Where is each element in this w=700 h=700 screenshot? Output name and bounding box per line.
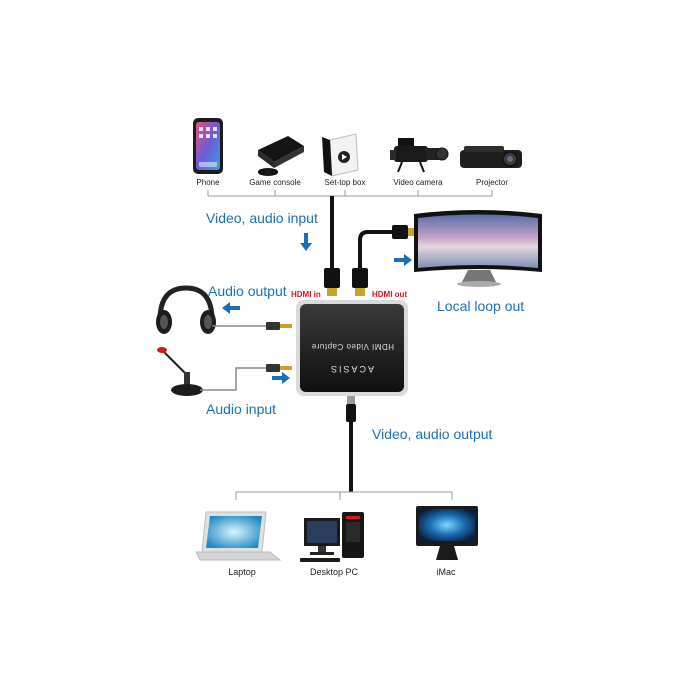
set-top-box-icon [322, 133, 359, 177]
desktop-pc-label: Desktop PC [310, 567, 359, 577]
laptop-label: Laptop [228, 567, 256, 577]
laptop-icon [195, 511, 282, 561]
audio-input-callout: Audio input [206, 401, 276, 417]
audio-output-cable [212, 322, 292, 330]
phone-label: Phone [196, 178, 220, 187]
game-console-icon [258, 136, 304, 176]
capture-device: HDMI Video Capture ACASIS [296, 300, 408, 396]
phone-icon [193, 118, 223, 174]
projector-icon [460, 146, 522, 168]
video-audio-input-callout: Video, audio input [206, 210, 318, 226]
hdmi-in-cable [324, 196, 340, 296]
game-console-label: Game console [249, 178, 301, 187]
arrow-left-audio-output-icon [222, 302, 240, 314]
arrow-right-monitor-icon [394, 254, 412, 266]
bottom-bracket [235, 491, 453, 500]
video-camera-label: Video camera [393, 178, 443, 187]
microphone-icon [157, 347, 203, 396]
set-top-box-label: Set-top box [325, 178, 366, 187]
capture-device-brand: ACASIS [329, 364, 374, 374]
hdmi-out-cable [352, 225, 416, 296]
usb-output-cable [346, 396, 356, 492]
desktop-pc-icon [300, 512, 364, 562]
local-loop-out-callout: Local loop out [437, 298, 524, 314]
video-camera-icon [390, 138, 449, 173]
audio-input-cable [200, 364, 292, 391]
hdmi-out-label: HDMI out [372, 290, 407, 299]
capture-device-title: HDMI Video Capture [311, 342, 394, 351]
imac-icon [416, 506, 478, 560]
curved-monitor-icon [414, 210, 542, 287]
video-audio-output-callout: Video, audio output [372, 426, 493, 442]
hdmi-in-label: HDMI in [291, 290, 321, 299]
projector-label: Projector [476, 178, 508, 187]
top-bracket [207, 190, 493, 197]
audio-output-callout: Audio output [208, 283, 287, 299]
imac-label: iMac [436, 567, 456, 577]
arrow-down-input-icon [300, 233, 312, 251]
arrow-right-audio-input-icon [272, 372, 290, 384]
headphones-icon [156, 285, 216, 334]
